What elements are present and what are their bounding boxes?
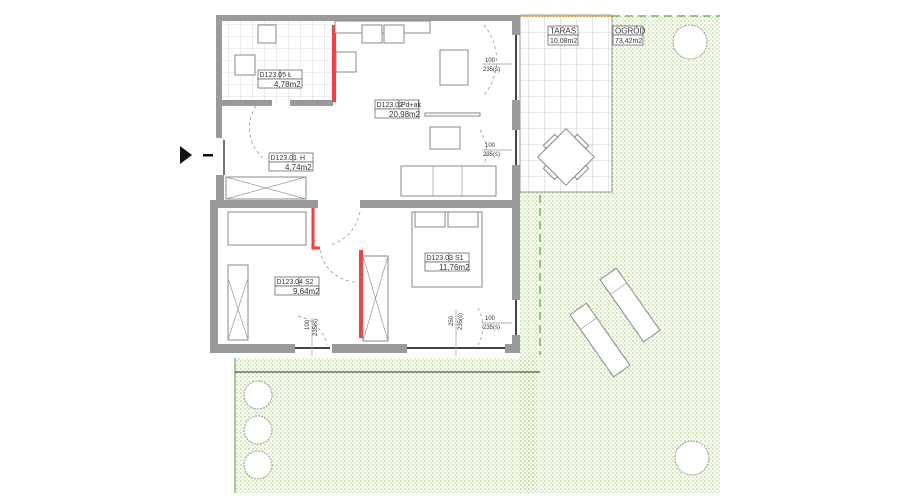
svg-text:100: 100	[485, 58, 496, 64]
dining-table-icon	[439, 49, 469, 86]
bed-s2-icon	[227, 211, 307, 246]
svg-text:20,98m2: 20,98m2	[389, 110, 421, 119]
highlight-wall	[332, 25, 336, 102]
svg-text:4,74m2: 4,74m2	[285, 163, 312, 172]
svg-text:73,42m2: 73,42m2	[615, 38, 642, 45]
svg-text:9,64m2: 9,64m2	[293, 287, 320, 296]
coffee-table-icon	[429, 126, 461, 150]
terrace-table-icon	[537, 128, 595, 186]
wardrobe-s2-icon	[227, 264, 249, 341]
svg-text:4,78m2: 4,78m2	[274, 80, 301, 89]
svg-text:S2: S2	[305, 279, 314, 286]
svg-text:100: 100	[485, 316, 496, 322]
svg-text:235(ś): 235(ś)	[483, 152, 500, 158]
door-swings	[249, 24, 497, 346]
svg-text:D123.04: D123.04	[277, 279, 304, 286]
entrance-arrow-icon	[180, 146, 213, 164]
svg-text:235(ś): 235(ś)	[483, 325, 500, 331]
cooktop-icon	[383, 24, 405, 44]
washing-machine-icon	[234, 54, 256, 76]
sink-icon	[335, 51, 357, 73]
walls	[210, 15, 520, 353]
svg-text:D123.03: D123.03	[427, 255, 454, 262]
svg-text:H: H	[300, 155, 305, 162]
svg-text:OGRÓD: OGRÓD	[615, 27, 645, 36]
svg-text:S1: S1	[455, 255, 464, 262]
svg-text:235(ś): 235(ś)	[483, 67, 500, 73]
svg-text:235(ś): 235(ś)	[313, 319, 319, 336]
svg-text:10,08m2: 10,08m2	[550, 38, 577, 45]
svg-text:Ł: Ł	[288, 72, 292, 79]
label-taras: TARAS 10,08m2	[547, 25, 579, 46]
svg-text:TARAS: TARAS	[550, 27, 576, 36]
sun-lounger-icons	[569, 267, 661, 378]
sofa-icon	[400, 165, 497, 197]
svg-text:D123.02: D123.02	[377, 102, 404, 109]
svg-text:250: 250	[449, 315, 455, 326]
label-ogrod: OGRÓD 73,42m2	[612, 25, 645, 46]
svg-text:Pd+ak: Pd+ak	[401, 102, 422, 109]
furniture	[225, 20, 497, 342]
svg-text:235(ś): 235(ś)	[458, 313, 464, 330]
washbasin-icon	[257, 24, 277, 44]
tree-icons	[243, 24, 710, 480]
svg-text:D123.05: D123.05	[260, 72, 287, 79]
svg-text:100: 100	[485, 143, 496, 149]
svg-text:11,76m2: 11,76m2	[439, 263, 470, 272]
svg-text:D123.01: D123.01	[271, 155, 298, 162]
svg-text:100: 100	[305, 319, 311, 330]
stove-icon	[361, 24, 383, 44]
